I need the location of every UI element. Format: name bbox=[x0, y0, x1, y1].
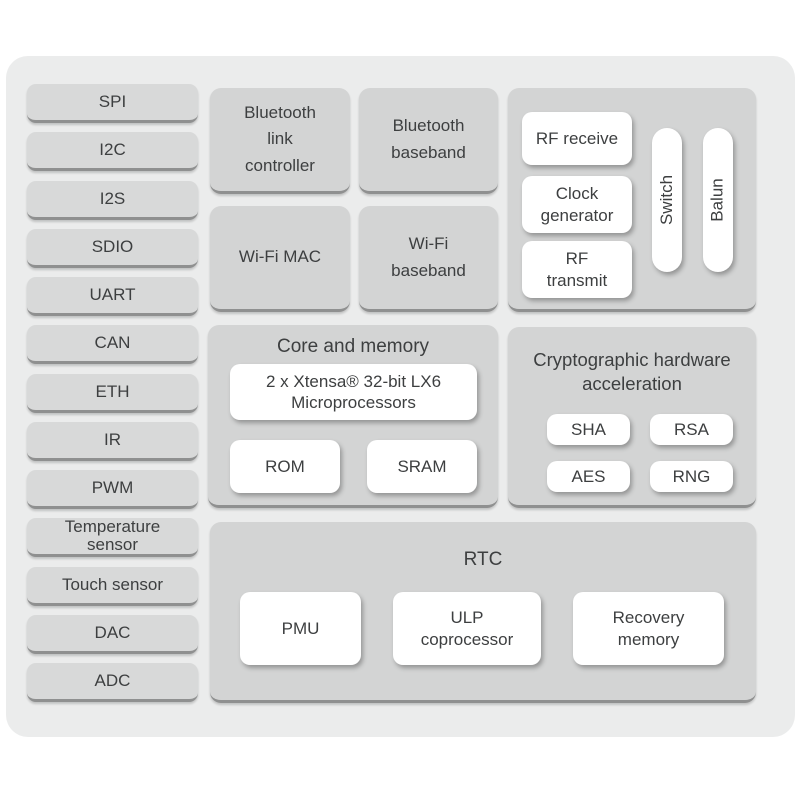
peripheral-spi: SPI bbox=[27, 84, 198, 123]
peripheral-ir: IR bbox=[27, 422, 198, 461]
peripheral-adc: ADC bbox=[27, 663, 198, 702]
box-recovery-memory: Recovery memory bbox=[573, 592, 724, 665]
box-xtensa-microprocessors: 2 x Xtensa® 32-bit LX6 Microprocessors bbox=[230, 364, 477, 420]
crypto-title: Cryptographic hardware acceleration bbox=[533, 349, 731, 395]
box-ulp-coprocessor: ULP coprocessor bbox=[393, 592, 541, 665]
peripheral-eth: ETH bbox=[27, 374, 198, 413]
peripheral-dac: DAC bbox=[27, 615, 198, 654]
block-bluetooth-link-controller: Bluetooth link controller bbox=[210, 88, 350, 194]
pill-switch: Switch bbox=[652, 128, 682, 272]
core-and-memory-title: Core and memory bbox=[276, 336, 430, 357]
peripheral-temperature-sensor: Temperature sensor bbox=[27, 517, 198, 557]
block-wifi-mac: Wi-Fi MAC bbox=[210, 206, 350, 312]
box-rom: ROM bbox=[230, 440, 340, 493]
peripheral-pwm: PWM bbox=[27, 470, 198, 509]
box-clock-generator: Clock generator bbox=[522, 176, 632, 233]
peripheral-touch-sensor: Touch sensor bbox=[27, 567, 198, 606]
box-pmu: PMU bbox=[240, 592, 361, 665]
box-rf-transmit: RF transmit bbox=[522, 241, 632, 298]
box-rsa: RSA bbox=[650, 414, 733, 445]
box-sram: SRAM bbox=[367, 440, 477, 493]
rtc-title: RTC bbox=[463, 549, 503, 570]
peripheral-i2s: I2S bbox=[27, 181, 198, 220]
peripheral-can: CAN bbox=[27, 325, 198, 364]
peripheral-sdio: SDIO bbox=[27, 229, 198, 268]
pill-balun: Balun bbox=[703, 128, 733, 272]
peripheral-i2c: I2C bbox=[27, 132, 198, 171]
block-wifi-baseband: Wi-Fi baseband bbox=[359, 206, 498, 312]
balun-label: Balun bbox=[708, 178, 728, 222]
block-bluetooth-baseband: Bluetooth baseband bbox=[359, 88, 498, 194]
box-aes: AES bbox=[547, 461, 630, 492]
peripheral-uart: UART bbox=[27, 277, 198, 316]
switch-label: Switch bbox=[657, 174, 677, 226]
box-sha: SHA bbox=[547, 414, 630, 445]
box-rng: RNG bbox=[650, 461, 733, 492]
box-rf-receive: RF receive bbox=[522, 112, 632, 165]
